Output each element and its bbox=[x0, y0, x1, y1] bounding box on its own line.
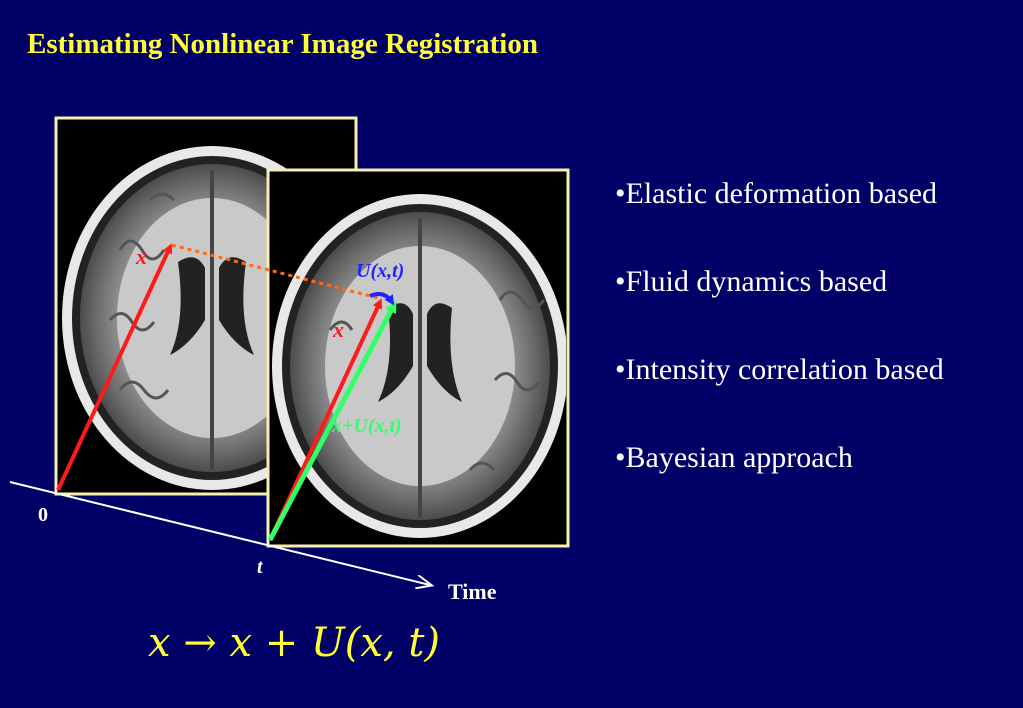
label-x-plus-u: x+U(x,t) bbox=[331, 415, 402, 437]
bullet-bayesian: •Bayesian approach bbox=[615, 441, 853, 474]
label-x-front: x bbox=[332, 317, 344, 342]
time-axis bbox=[9, 481, 430, 585]
mri-frame-front bbox=[266, 168, 570, 548]
arrow-x-plus-u bbox=[267, 300, 397, 542]
correspondence-line bbox=[171, 243, 379, 300]
arrow-x-back bbox=[56, 243, 173, 491]
label-displacement: U(x,t) bbox=[356, 260, 404, 282]
formula-rhs-u: U(x, t) bbox=[311, 620, 441, 666]
registration-formula: x → x + U(x, t) bbox=[148, 620, 440, 666]
bullet-elastic: •Elastic deformation based bbox=[615, 177, 938, 210]
bullet-fluid: •Fluid dynamics based bbox=[615, 265, 888, 298]
label-t: t bbox=[257, 556, 264, 578]
label-origin: 0 bbox=[38, 504, 48, 526]
bullet-intensity: •Intensity correlation based bbox=[615, 353, 944, 386]
formula-rhs-x: x bbox=[229, 620, 253, 666]
label-time: Time bbox=[448, 579, 497, 604]
formula-lhs: x bbox=[148, 620, 171, 666]
slide-title: Estimating Nonlinear Image Registration bbox=[27, 28, 538, 60]
arrow-displacement bbox=[369, 292, 395, 306]
bullet-list: •Elastic deformation based •Fluid dynami… bbox=[615, 172, 1010, 480]
formula-arrow: → bbox=[183, 620, 217, 666]
label-x-back: x bbox=[135, 244, 147, 269]
formula-plus: + bbox=[264, 620, 299, 666]
